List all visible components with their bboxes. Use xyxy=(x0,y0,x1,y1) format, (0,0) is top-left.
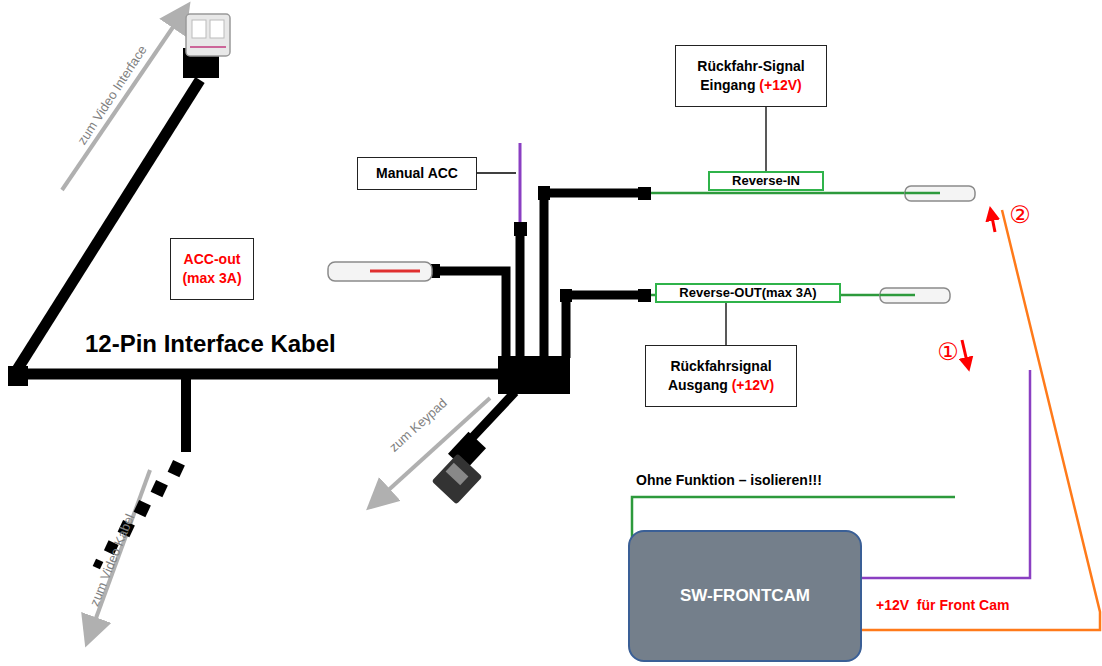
wire-tag: Reverse-IN xyxy=(708,171,824,191)
direction-label: zum Video Interface xyxy=(74,43,149,148)
callout-number: ① xyxy=(937,338,959,366)
node-text: Reverse-OUT(max 3A) xyxy=(679,285,816,300)
camera-box: SW-FRONTCAM xyxy=(628,530,862,662)
wire-label: +12V für Front Cam xyxy=(876,597,1009,613)
direction-label: zum Keypad xyxy=(386,395,450,455)
output-box: ACC-out (max 3A) xyxy=(170,238,254,300)
callout-number: ② xyxy=(1009,201,1031,229)
wire-tag: Reverse-OUT(max 3A) xyxy=(655,283,841,303)
node-text: Reverse-IN xyxy=(732,173,800,188)
leader-line xyxy=(766,107,767,171)
node-text: Manual ACC xyxy=(376,165,458,181)
signal-box: Rückfahr-Signal Eingang (+12V) xyxy=(675,45,827,107)
note-text: Ohne Funktion – isolieren!!! xyxy=(636,472,822,488)
cable-title: 12-Pin Interface Kabel xyxy=(85,330,336,358)
node-text: (+12V) xyxy=(759,77,801,93)
node-text: ACC-out (max 3A) xyxy=(182,251,241,286)
node-text: SW-FRONTCAM xyxy=(680,586,810,605)
node-text: (+12V) xyxy=(732,377,774,393)
direction-label: zum Video Kabel xyxy=(87,512,138,609)
leader-line xyxy=(726,303,727,345)
signal-box: Manual ACC xyxy=(357,157,477,190)
signal-box: Rückfahrsignal Ausgang (+12V) xyxy=(645,345,797,407)
